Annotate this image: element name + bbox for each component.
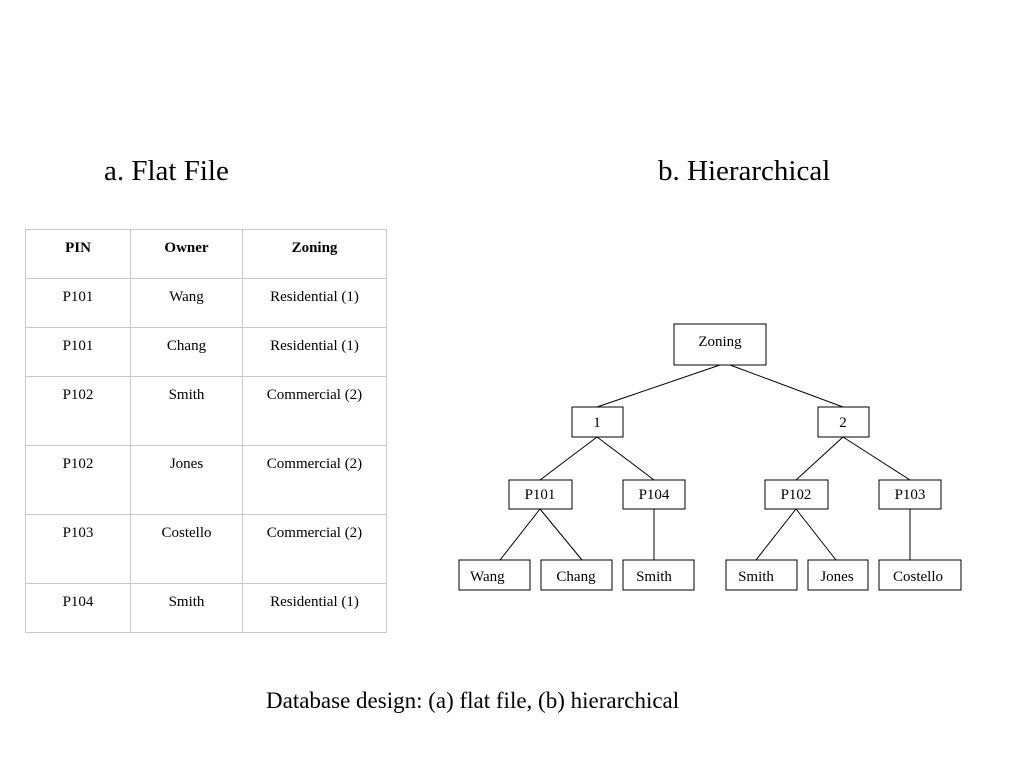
zoning-cell: Residential (1) (242, 583, 387, 633)
tree-node-zone: 2 (817, 406, 870, 438)
tree-node-parcel: P103 (878, 479, 942, 510)
edge-p101-wang (499, 508, 541, 561)
table-row: P102 Jones Commercial (2) (25, 445, 387, 515)
column-header-pin: PIN (25, 229, 131, 279)
tree-node-label: Costello (893, 569, 943, 585)
tree-node-zone: 1 (571, 406, 624, 438)
table-row: P104 Smith Residential (1) (25, 583, 387, 633)
pin-cell: P103 (25, 514, 131, 584)
owner-cell: Jones (130, 445, 243, 515)
tree-node-parcel: P101 (508, 479, 573, 510)
column-header-zoning: Zoning (242, 229, 387, 279)
pin-cell: P102 (25, 376, 131, 446)
tree-node-owner: Jones (807, 559, 869, 591)
pin-cell: P104 (25, 583, 131, 633)
tree-node-label: 1 (593, 415, 601, 431)
flat-file-heading: a. Flat File (104, 155, 229, 187)
tree-node-label: Wang (470, 569, 505, 585)
edge-zone1-p104 (596, 436, 655, 481)
owner-cell: Smith (130, 376, 243, 446)
edge-root-zone1 (596, 364, 721, 408)
edge-zone1-p101 (539, 436, 598, 481)
table-row: P102 Smith Commercial (2) (25, 376, 387, 446)
tree-node-label: P104 (639, 487, 670, 503)
edge-p102-jones (795, 508, 837, 561)
hierarchical-heading: b. Hierarchical (658, 155, 831, 187)
tree-node-label: P103 (895, 487, 926, 503)
figure-caption: Database design: (a) flat file, (b) hier… (266, 688, 680, 713)
edge-zone2-p102 (795, 436, 844, 481)
owner-cell: Smith (130, 583, 243, 633)
tree-node-owner: Wang (458, 559, 531, 591)
tree-node-label: Chang (556, 569, 596, 585)
table-row: P101 Wang Residential (1) (25, 278, 387, 328)
zoning-cell: Residential (1) (242, 278, 387, 328)
tree-node-owner: Costello (878, 559, 962, 591)
tree-node-owner: Chang (540, 559, 613, 591)
edge-root-zone2 (729, 364, 844, 408)
pin-cell: P101 (25, 327, 131, 377)
edge-p102-smith (755, 508, 797, 561)
table-row: P103 Costello Commercial (2) (25, 514, 387, 584)
zoning-cell: Commercial (2) (242, 376, 387, 446)
flat-file-table: PIN Owner Zoning P101 Wang Residential (… (25, 229, 387, 633)
tree-node-label: Smith (738, 569, 774, 585)
tree-node-owner: Smith (725, 559, 798, 591)
zoning-cell: Commercial (2) (242, 445, 387, 515)
tree-node-label: P102 (781, 487, 812, 503)
edge-zone2-p103 (842, 436, 911, 481)
tree-node-label: 2 (839, 415, 847, 431)
tree-node-owner: Smith (622, 559, 695, 591)
tree-node-label: Jones (820, 569, 853, 585)
zoning-cell: Residential (1) (242, 327, 387, 377)
pin-cell: P102 (25, 445, 131, 515)
owner-cell: Chang (130, 327, 243, 377)
tree-node-parcel: P102 (764, 479, 829, 510)
tree-node-parcel: P104 (622, 479, 686, 510)
table-row: P101 Chang Residential (1) (25, 327, 387, 377)
tree-node-root-label: Zoning (698, 334, 742, 350)
tree-node-label: Smith (636, 569, 672, 585)
table-header-row: PIN Owner Zoning (25, 229, 387, 279)
tree-node-root: Zoning (673, 323, 767, 366)
edge-p101-chang (539, 508, 583, 561)
tree-node-label: P101 (525, 487, 556, 503)
